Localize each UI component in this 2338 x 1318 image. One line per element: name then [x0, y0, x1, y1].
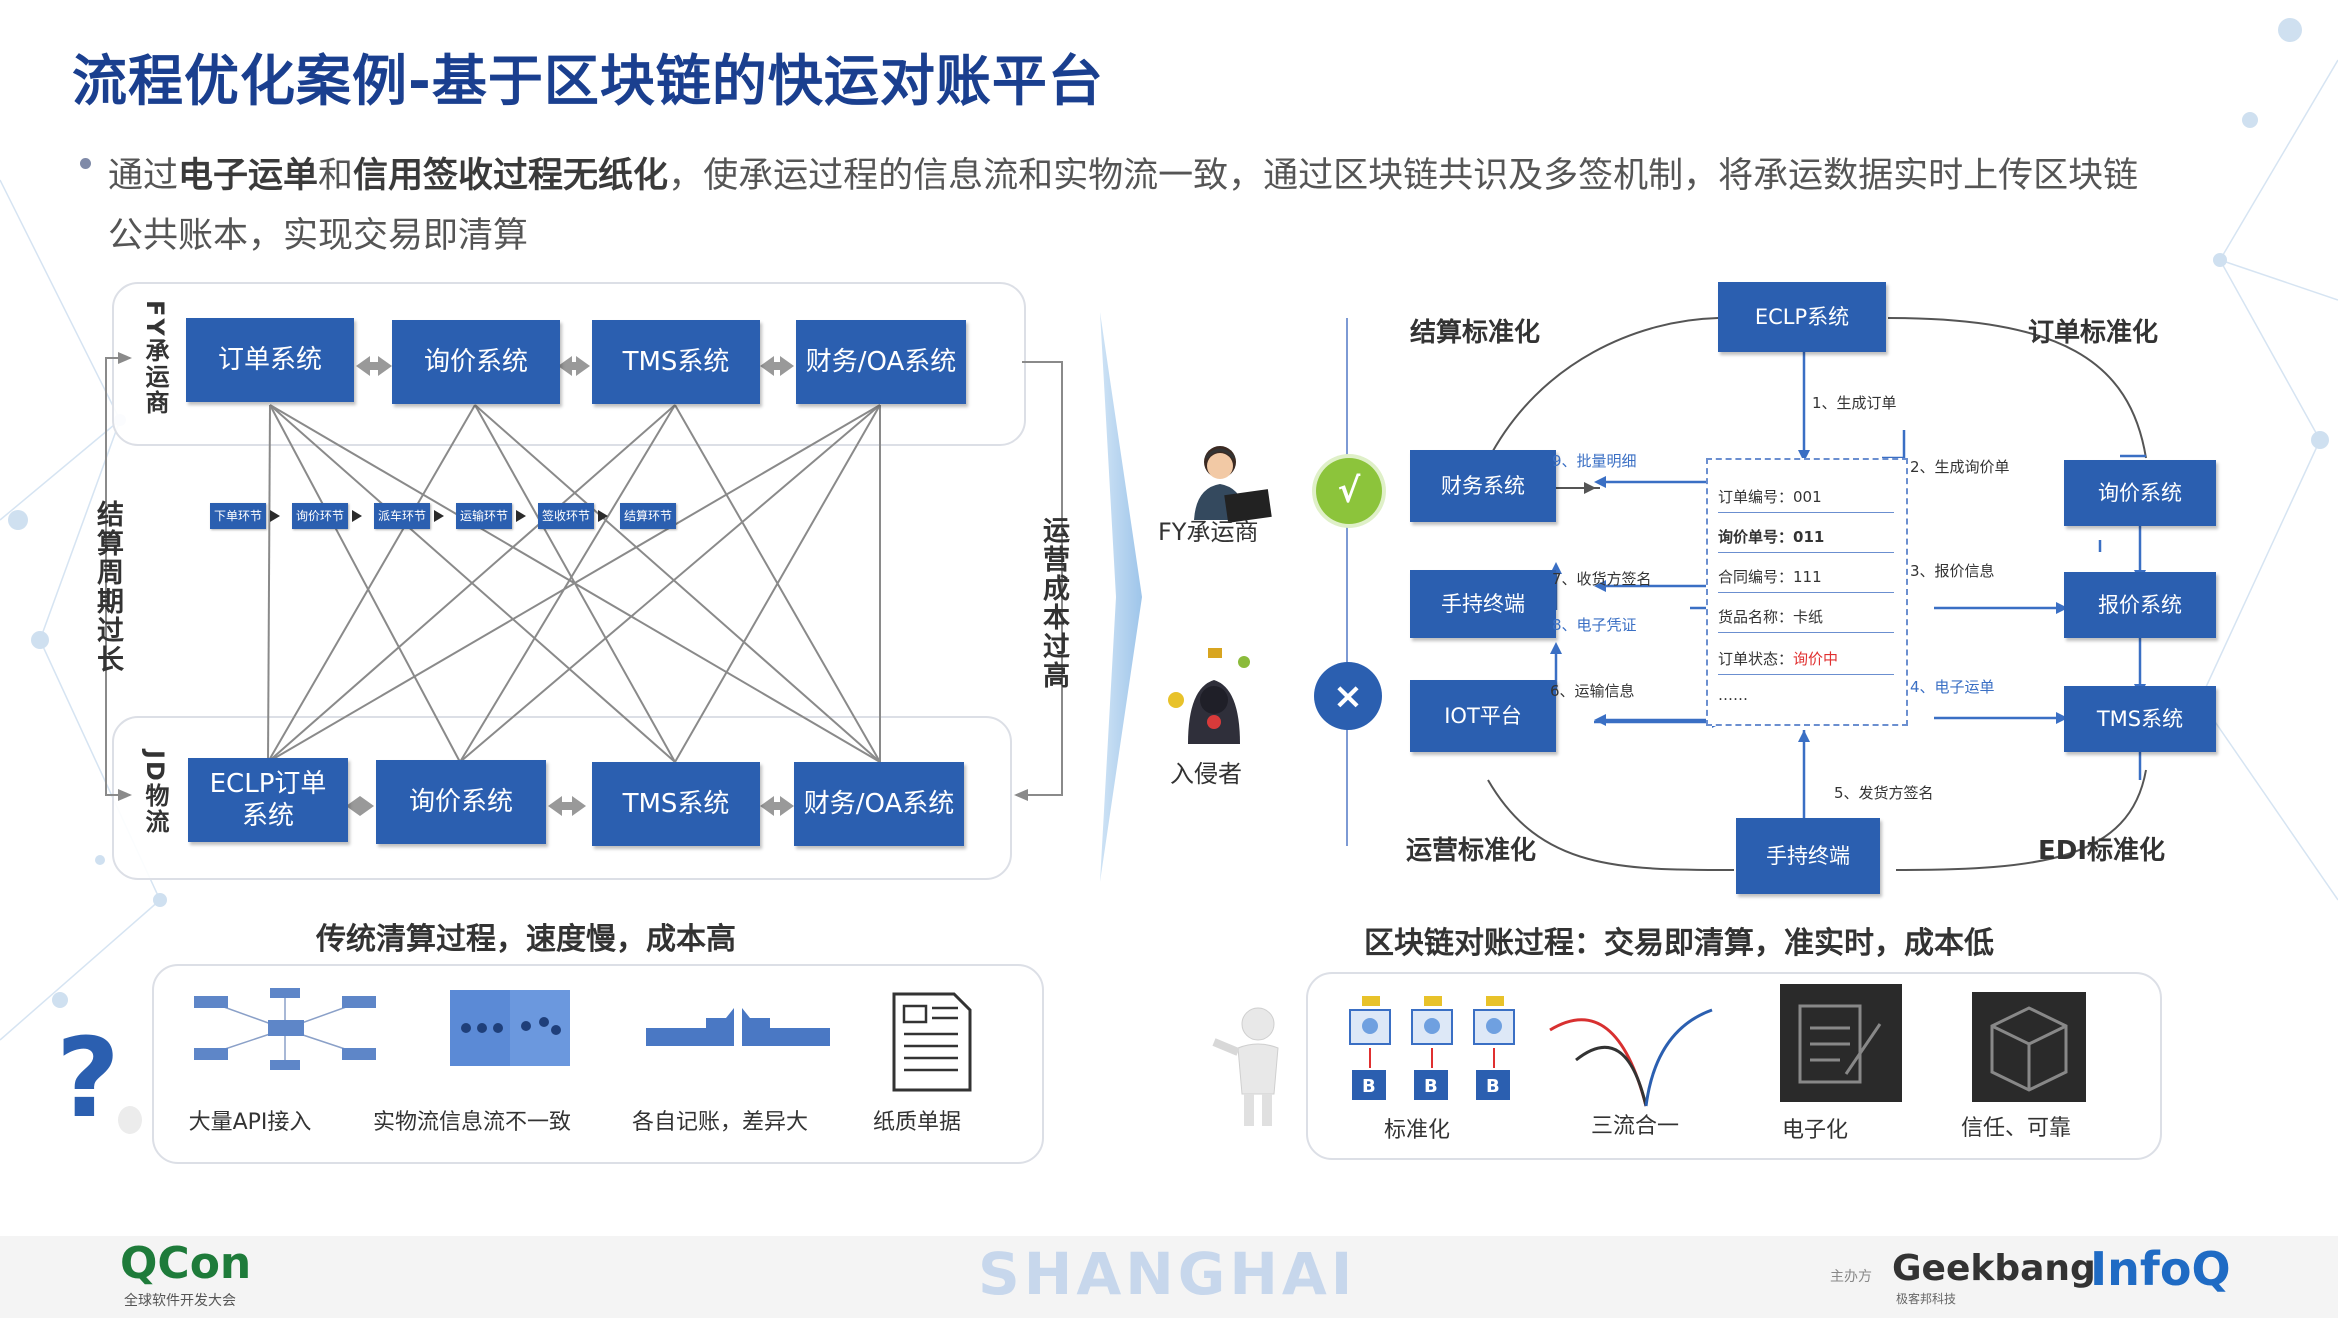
problem-paper-label: 纸质单据 [872, 1110, 961, 1135]
desc-bold: 电子运单 [178, 156, 319, 196]
svg-text:B: B [1424, 1076, 1438, 1097]
problem-ledger-label: 各自记账，差异大 [631, 1110, 808, 1135]
jd-finance-oa-system: 财务/OA系统 [794, 762, 964, 846]
api-network-icon [194, 988, 376, 1070]
step-order: 下单环节 [210, 503, 266, 529]
step-dispatch: 派车环节 [374, 503, 430, 529]
order-status: 订单状态：询价中 [1718, 644, 1894, 675]
shanghai-watermark: SHANGHAI [978, 1240, 1357, 1308]
order-number: 订单编号：001 [1718, 482, 1894, 513]
operating-cost-label: 运营成本过高 [1038, 516, 1069, 690]
problem-api-label: 大量API接入 [188, 1110, 312, 1135]
contract-number: 合同编号：111 [1718, 562, 1894, 593]
step-9-label: 9、批量明细 [1552, 452, 1637, 470]
traditional-caption: 传统清算过程，速度慢，成本高 [316, 922, 736, 957]
desc-bold: 信用签收过程无纸化 [353, 156, 669, 196]
step-5-label: 5、发货方签名 [1834, 784, 1934, 802]
step-signoff: 签收环节 [538, 503, 594, 529]
qcon-logo: QCon [120, 1238, 252, 1289]
electronic-qr-icon [1780, 984, 1902, 1102]
qcon-subtitle: 全球软件开发大会 [124, 1293, 236, 1309]
geekbang-logo: Geekbang [1892, 1248, 2096, 1289]
step-inquiry: 询价环节 [292, 503, 348, 529]
page-title: 流程优化案例-基于区块链的快运对账平台 [72, 49, 1104, 113]
blockchain-caption: 区块链对账过程：交易即清算，准实时，成本低 [1364, 926, 1994, 961]
flow-arrow [1100, 312, 1142, 882]
order-more: …… [1718, 686, 1748, 704]
intruder-icon [1168, 648, 1250, 744]
step-6-label: 6、运输信息 [1550, 682, 1635, 700]
right-lines [1346, 317, 2147, 871]
paper-document-icon [892, 992, 972, 1092]
order-status-value: 询价中 [1793, 650, 1839, 668]
step-1-label: 1、生成订单 [1812, 394, 1897, 412]
svg-text:?: ? [56, 1016, 120, 1136]
bullet [80, 158, 91, 169]
eclp-system: ECLP系统 [1718, 282, 1886, 352]
svg-text:B: B [1362, 1076, 1376, 1097]
order-status-label: 订单状态： [1718, 650, 1794, 668]
fy-finance-oa-system: 财务/OA系统 [796, 320, 966, 404]
desc-text: 和 [318, 156, 354, 196]
desc-text: 通过 [108, 156, 179, 196]
benefit-electronic-label: 电子化 [1781, 1118, 1848, 1143]
footer-bar [0, 1236, 2338, 1318]
left-lines [105, 352, 1063, 816]
desc-text: ，使承运过程的信息流和实物流一致，通过区块链共识及多签机制，将承运数据实时上传区… [108, 156, 2139, 256]
quote-system: 报价系统 [2064, 572, 2216, 638]
question-mark-icon: ? [56, 1016, 142, 1136]
corner-edi-standardization: EDI标准化 [2038, 836, 2166, 866]
three-flows-icon [1549, 1008, 1713, 1107]
settlement-cycle-label: 结算周期过长 [92, 500, 123, 674]
handheld-terminal-left: 手持终端 [1410, 570, 1556, 638]
sponsor-label: 主办方 [1830, 1269, 1872, 1285]
jd-logistics-label: JD物流 [141, 750, 169, 835]
fy-carrier-actor-label: FY承运商 [1158, 518, 1259, 546]
cross-icon: × [1314, 662, 1382, 730]
fy-carrier-label: FY承运商 [141, 300, 169, 416]
step-settlement: 结算环节 [620, 503, 676, 529]
corner-order-standardization: 订单标准化 [2028, 318, 2159, 348]
problem-mismatch-label: 实物流信息流不一致 [372, 1110, 571, 1135]
inquiry-system-right: 询价系统 [2064, 460, 2216, 526]
fy-inquiry-system: 询价系统 [392, 320, 560, 404]
disconnected-pipes-icon [646, 1008, 830, 1046]
description: 通过电子运单和信用签收过程无纸化，使承运过程的信息流和实物流一致，通过区块链共识… [108, 146, 2148, 266]
benefit-standardization-label: 标准化 [1383, 1118, 1450, 1143]
geekbang-subtitle: 极客邦科技 [1896, 1292, 1957, 1306]
goods-name: 货品名称：卡纸 [1718, 602, 1894, 633]
order-card: 订单编号：001 询价单号：011 合同编号：111 货品名称：卡纸 订单状态：… [1706, 458, 1908, 726]
step-8-label: 8、电子凭证 [1552, 616, 1637, 634]
fy-order-system: 订单系统 [186, 318, 354, 402]
logistics-mismatch-icon [450, 990, 570, 1066]
jd-eclp-order-system: ECLP订单系统 [188, 758, 348, 842]
trust-qr-icon [1972, 992, 2086, 1102]
step-7-label: 7、收货方签名 [1552, 570, 1652, 588]
inquiry-number: 询价单号：011 [1718, 522, 1894, 553]
step-3-label: 3、报价信息 [1910, 562, 1995, 580]
presenter-figure-icon [1212, 1007, 1279, 1126]
intruder-label: 入侵者 [1170, 760, 1242, 788]
benefit-trust-label: 信任、可靠 [1960, 1116, 2071, 1141]
infoq-logo: InfoQ [2090, 1242, 2231, 1296]
finance-system: 财务系统 [1410, 450, 1556, 522]
corner-settlement-standardization: 结算标准化 [1410, 318, 1541, 348]
svg-text:B: B [1486, 1076, 1500, 1097]
benefit-three-flows-label: 三流合一 [1590, 1114, 1679, 1139]
step-transport: 运输环节 [456, 503, 512, 529]
fy-tms-system: TMS系统 [592, 320, 760, 404]
corner-operation-standardization: 运营标准化 [1406, 836, 1537, 866]
iot-platform: IOT平台 [1410, 680, 1556, 752]
check-icon: √ [1316, 458, 1382, 524]
step-4-label: 4、电子运单 [1910, 678, 1995, 696]
jd-inquiry-system: 询价系统 [376, 760, 546, 844]
carrier-person-icon [1194, 446, 1272, 523]
tms-system-right: TMS系统 [2064, 686, 2216, 752]
handheld-terminal-bottom: 手持终端 [1736, 818, 1880, 894]
jd-tms-system: TMS系统 [592, 762, 760, 846]
step-2-label: 2、生成询价单 [1910, 458, 2010, 476]
